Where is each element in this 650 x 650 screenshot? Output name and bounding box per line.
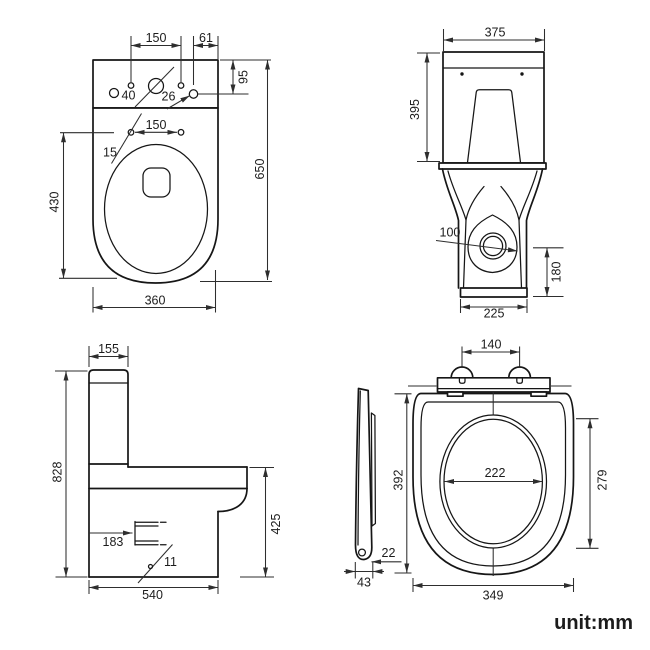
hinge-assembly — [408, 366, 572, 576]
dim-seat-22: 22 — [371, 546, 402, 565]
pedestal-outline — [441, 168, 544, 289]
seat-lid-outer-outline — [412, 392, 575, 576]
dim-label: 15 — [103, 146, 117, 160]
rear-view: 375 395 100 180 225 — [408, 26, 564, 321]
dim-label: 225 — [484, 307, 505, 321]
dim-seat-222: 222 — [444, 466, 543, 484]
dim-label: 392 — [392, 470, 406, 491]
dim-side-183: 183 — [89, 530, 133, 549]
bolt-hole-left — [460, 72, 464, 76]
seat-ring-outer — [439, 414, 548, 549]
dim-side-425: 425 — [240, 466, 283, 578]
dim-seat-279: 279 — [576, 418, 610, 549]
dim-label: 360 — [145, 294, 166, 308]
dim-top-150a: 150 — [130, 31, 182, 82]
dim-rear-395: 395 — [408, 52, 440, 163]
dim-label-26: 26 — [162, 90, 176, 104]
hinge-tab-right — [530, 391, 548, 398]
dim-label: 180 — [550, 262, 564, 283]
dim-label: 828 — [51, 462, 65, 483]
dim-label: 95 — [237, 70, 251, 84]
dim-top-95: 95 — [198, 59, 271, 95]
unit-label: unit:mm — [554, 612, 633, 634]
dim-label: 222 — [485, 466, 506, 480]
bowl-top-outline — [92, 107, 219, 284]
hinge-slot-left — [458, 377, 466, 384]
dim-label: 425 — [269, 514, 283, 535]
dim-side-540: 540 — [88, 580, 219, 602]
cistern-side-outline — [88, 369, 129, 465]
hinge-cap-right — [507, 366, 532, 379]
dim-label-40: 40 — [122, 89, 136, 103]
dim-label: 150 — [146, 31, 167, 45]
cistern-rear-outline — [442, 51, 545, 164]
seat-side-profile — [354, 387, 377, 561]
dim-label: 22 — [382, 546, 396, 560]
flush-outlet-outline — [142, 167, 171, 198]
dim-label: 183 — [103, 535, 124, 549]
dim-seat-349: 349 — [412, 578, 575, 603]
dim-label: 395 — [408, 99, 422, 120]
leader-11: 11 — [137, 544, 177, 584]
dim-seat-43: 43 — [344, 562, 384, 590]
outlet-circle-inner — [482, 235, 504, 257]
dim-top-430: 430 — [48, 132, 117, 279]
tank-holes — [108, 66, 199, 136]
hinge-bar — [436, 376, 551, 393]
pedestal-base-plinth — [459, 287, 528, 298]
dim-label: 11 — [164, 555, 177, 569]
cistern-recess-outline — [466, 89, 522, 164]
dim-label: 540 — [142, 588, 163, 602]
dim-rear-225: 225 — [459, 299, 528, 321]
dim-top-61: 61 — [192, 31, 219, 85]
cistern-top-outline — [92, 59, 219, 109]
dim-top-360: 360 — [92, 270, 217, 313]
dim-label: 349 — [483, 589, 504, 603]
leader-26: 26 — [162, 90, 191, 110]
dim-label: 61 — [199, 31, 213, 45]
bolt-hole-right — [520, 72, 524, 76]
dim-side-828: 828 — [51, 370, 88, 578]
dim-label: 155 — [98, 342, 119, 356]
dim-top-650: 650 — [200, 60, 272, 283]
bowl-side-outline — [88, 463, 248, 578]
outlet-spigot-symbol — [134, 520, 167, 546]
hinge-pin-circle — [357, 548, 367, 557]
dim-label: 279 — [596, 470, 610, 491]
dim-label: 375 — [485, 26, 506, 40]
hole-slash-line — [134, 66, 175, 108]
dim-top-150b: 150 — [135, 118, 177, 135]
dim-label: 140 — [481, 338, 502, 352]
seat-opening-outline — [103, 143, 209, 275]
leader-100: 100 — [435, 226, 518, 253]
dim-label: 650 — [253, 159, 267, 180]
seat-view: 140 392 222 279 22 43 — [344, 338, 610, 603]
dim-rear-375: 375 — [442, 26, 546, 51]
leader-15: 15 — [103, 113, 142, 164]
dim-seat-140: 140 — [461, 338, 521, 367]
cistern-base-flange — [438, 162, 547, 170]
dim-label: 100 — [440, 226, 461, 240]
hinge-cap-left — [450, 366, 474, 379]
dim-label: 43 — [357, 576, 371, 590]
dim-label: 430 — [48, 192, 62, 213]
side-view: 11 155 828 183 425 540 — [51, 342, 284, 602]
hinge-slot-right — [516, 377, 524, 384]
hinge-tab-left — [446, 391, 464, 398]
dim-rear-180: 180 — [533, 247, 564, 298]
top-view: 150 61 95 40 26 150 15 — [48, 31, 272, 313]
dim-side-155: 155 — [88, 342, 129, 367]
dim-seat-392: 392 — [392, 393, 412, 574]
dim-label: 150 — [146, 118, 167, 132]
